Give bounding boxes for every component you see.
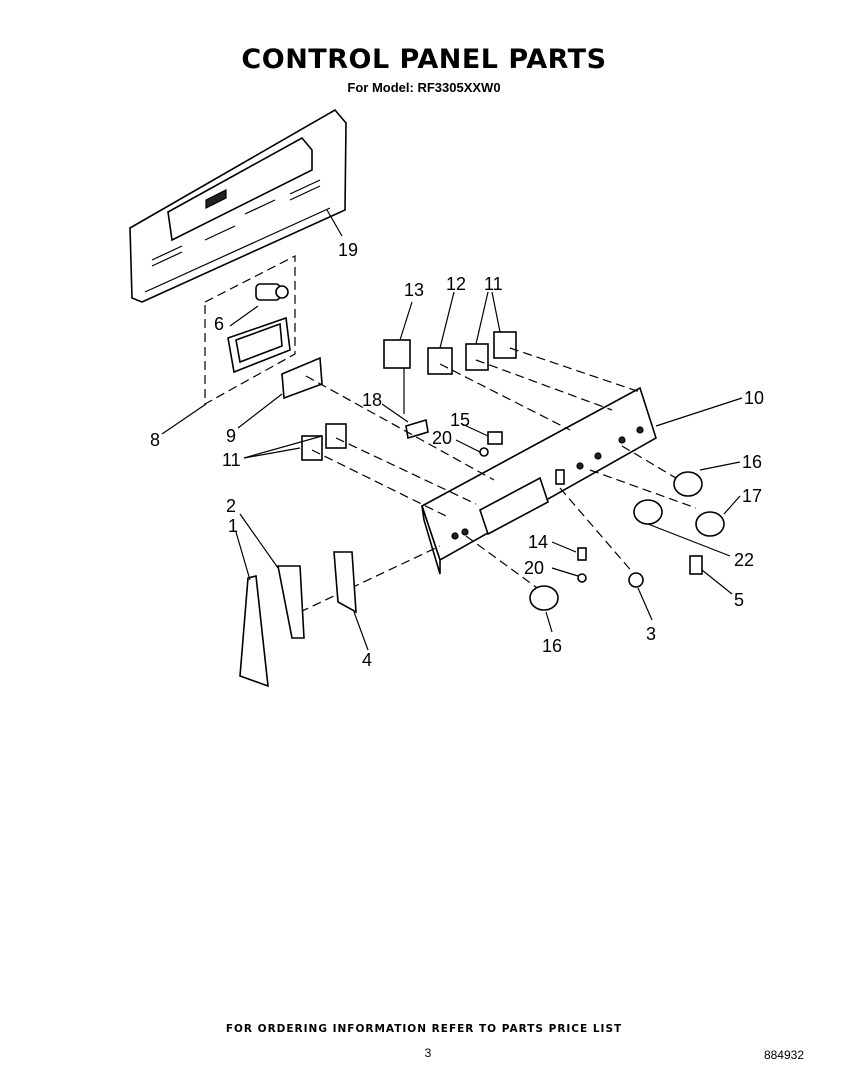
- callout-18: 18: [362, 390, 382, 410]
- part-19-back-panel: [129, 108, 347, 303]
- part-5-switch: [689, 555, 703, 575]
- part-16-knob-a: [673, 471, 703, 497]
- knob-center: [633, 499, 663, 525]
- callout-12: 12: [446, 274, 466, 294]
- part-11-switch-d: [325, 423, 347, 449]
- part-1-end-cap: [239, 575, 269, 688]
- part-2-bracket: [277, 565, 305, 639]
- callout-9: 9: [226, 426, 236, 446]
- callout-2: 2: [226, 496, 236, 516]
- page-number: 3: [424, 1046, 432, 1060]
- callout-8: 8: [150, 430, 160, 450]
- clock-module: [227, 316, 291, 374]
- part-20-grommet-a: [479, 447, 489, 457]
- callout-11-lower: 11: [222, 450, 241, 470]
- part-17-knob: [695, 511, 725, 537]
- callout-17: 17: [742, 486, 762, 506]
- callout-11-upper: 11: [484, 274, 503, 294]
- callout-20-upper: 20: [432, 428, 452, 448]
- callout-3: 3: [646, 624, 656, 644]
- part-6-clock-knob: [255, 283, 289, 301]
- callout-16-right: 16: [742, 452, 762, 472]
- part-11-switch-c: [301, 435, 323, 461]
- part-11-switch-b: [493, 331, 517, 359]
- part-15-light-switch: [487, 431, 503, 445]
- callout-4: 4: [362, 650, 372, 670]
- ordering-note: FOR ORDERING INFORMATION REFER TO PARTS …: [225, 1023, 623, 1035]
- page-title: CONTROL PANEL PARTS: [241, 44, 607, 75]
- part-14-light-switch: [577, 547, 587, 561]
- part-12-switch: [427, 347, 453, 375]
- callout-14: 14: [528, 532, 548, 552]
- part-13-thermostat: [383, 339, 411, 414]
- part-20-grommet-b: [577, 573, 587, 583]
- callout-22: 22: [734, 550, 754, 570]
- callout-10: 10: [744, 388, 764, 408]
- callout-1: 1: [228, 516, 238, 536]
- diagram-code: 884932: [763, 1048, 804, 1062]
- callout-leaders: [161, 209, 743, 651]
- part-18-bracket: [405, 418, 429, 440]
- part-4-end-bracket: [333, 551, 357, 614]
- callout-16-lower: 16: [542, 636, 562, 656]
- part-10-control-panel: [421, 386, 657, 575]
- callout-20-lower: 20: [524, 558, 544, 578]
- part-11-switch-a: [465, 343, 489, 371]
- callout-6: 6: [214, 314, 224, 334]
- callout-15: 15: [450, 410, 470, 430]
- model-subtitle: For Model: RF3305XXW0: [347, 80, 501, 95]
- part-8-clock-group-outline: [204, 255, 296, 406]
- callout-5: 5: [734, 590, 744, 610]
- part-16-knob-b: [529, 585, 559, 611]
- part-3-knob-insert: [628, 572, 644, 588]
- callout-13: 13: [404, 280, 424, 300]
- part-9-lens: [281, 356, 323, 400]
- callout-19: 19: [338, 240, 358, 260]
